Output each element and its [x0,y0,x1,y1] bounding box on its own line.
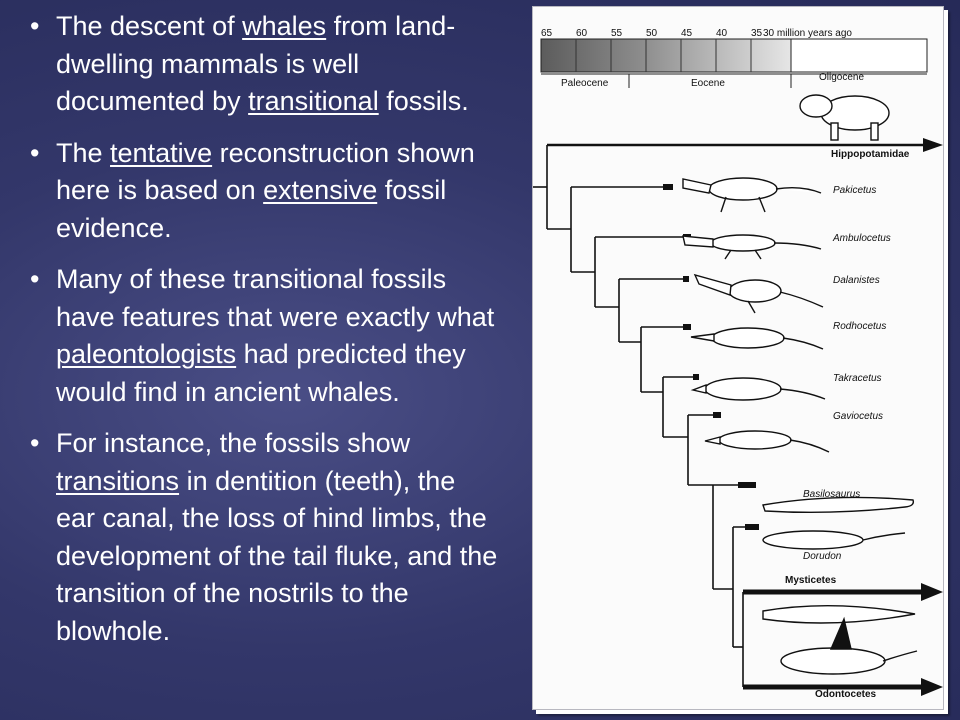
label-pakicetus: Pakicetus [833,185,876,196]
bullet-item: For instance, the fossils show transitio… [30,425,500,650]
bullet-text: fossils. [378,86,469,116]
ambulocetus-illustration [682,234,822,260]
bullet-item: The tentative reconstruction shown here … [30,135,500,248]
timescale-tick-label: 45 [681,28,693,39]
bullet-text: from land-dwelling mammals is well docum… [56,11,456,116]
label-basilosaurus: Basilosaurus [803,489,860,500]
bullet-text: fossil evidence. [56,175,447,243]
pakicetus-illustration [682,177,822,213]
underlined-term: whales [242,11,327,41]
tree-branches [533,143,923,690]
epoch-paleocene: Paleocene [561,78,609,89]
baleen-whale-illustration [762,604,916,624]
timescale-tick-label: 40 [716,28,728,39]
timescale-oligocene-bar [790,38,928,73]
bullet-text: The descent of [56,11,243,41]
bullet-text: in dentition (teeth), the ear canal, the… [56,465,498,646]
gaviocetus-illustration [704,430,830,453]
animal-illustrations [682,94,918,675]
timescale-shaded-bar [540,38,792,73]
timescale-tick-label: 35 [751,28,763,39]
label-hippopotamidae: Hippopotamidae [831,149,910,160]
underlined-term: tentative [110,137,213,168]
phylogeny-diagram: 65 60 55 50 45 40 35 30 million years ago Pale… [533,28,943,700]
label-rodhocetus: Rodhocetus [833,321,886,332]
epoch-eocene: Eocene [691,78,725,89]
timescale-tick-label: 55 [611,28,623,39]
timescale-tick-label: 65 [541,28,553,39]
label-odontocetes: Odontocetes [815,689,877,700]
bullet-item: Many of these transitional fossils have … [30,261,500,411]
underlined-term: transitional [248,86,379,116]
bullet-text: Many of these transitional fossils have … [56,264,495,332]
dorudon-illustration [762,530,906,550]
bullet-text: reconstruction shown here is based on [56,137,475,206]
basilosaurus-illustration [762,496,915,514]
underlined-term: paleontologists [56,339,237,369]
underlined-term: transitions [56,465,180,496]
bullet-text: The [56,137,111,168]
bullet-text: For instance, the fossils show [56,428,411,458]
label-gaviocetus: Gaviocetus [833,411,883,422]
takracetus-illustration [690,377,826,401]
label-dalanistes: Dalanistes [833,275,880,286]
label-mysticetes: Mysticetes [785,575,837,586]
orca-illustration [780,616,918,675]
timescale-end-label: 30 million years ago [763,28,852,39]
label-ambulocetus: Ambulocetus [832,233,891,244]
arrow-odontocetes [921,678,943,696]
arrow-hippo [923,138,943,152]
hippo-illustration [799,94,890,141]
underlined-term: extensive [263,175,378,205]
timescale-tick-label: 50 [646,28,658,39]
timescale-tick-label: 60 [576,28,588,39]
label-dorudon: Dorudon [803,551,842,562]
dalanistes-illustration [693,273,824,314]
bullet-list: The descent of whales from land-dwelling… [30,8,500,664]
epoch-oligocene: Oligocene [819,72,864,83]
bullet-item: The descent of whales from land-dwelling… [30,8,500,121]
label-takracetus: Takracetus [833,373,882,384]
arrow-mysticetes [921,583,943,601]
whale-evolution-figure: 65 60 55 50 45 40 35 30 million years ago Pale… [532,6,944,710]
bullet-text: had predicted they would find in ancient… [56,339,466,407]
rodhocetus-illustration [690,327,824,350]
